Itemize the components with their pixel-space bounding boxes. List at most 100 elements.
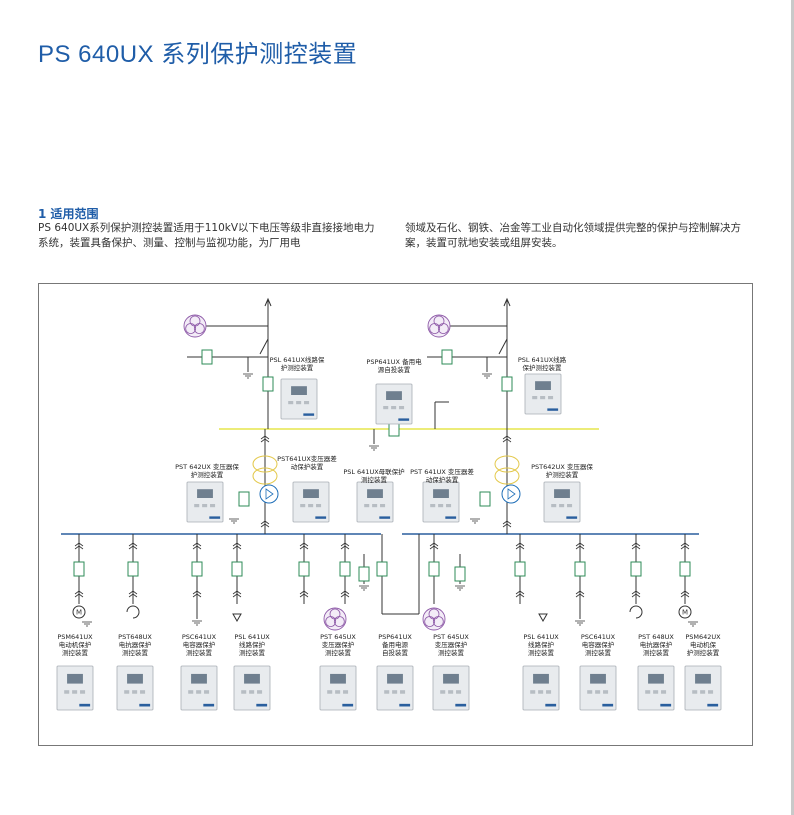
relay-psc641-r xyxy=(579,665,617,711)
relay-key xyxy=(249,690,255,694)
breaker-icon xyxy=(231,561,243,577)
breaker-icon xyxy=(73,561,85,577)
relay-logo xyxy=(707,703,719,707)
generator-petal xyxy=(193,323,205,334)
breaker-icon xyxy=(428,561,440,577)
relay-body xyxy=(579,665,617,711)
label-line: PSC641UX xyxy=(182,633,217,641)
relay-screen xyxy=(590,673,606,684)
ground-icon xyxy=(359,585,369,591)
disconnect-icon xyxy=(260,520,270,528)
breaker-icon xyxy=(574,561,586,577)
relay-body xyxy=(280,378,318,420)
label-line: 电容器保护 xyxy=(582,640,615,649)
relay-screen xyxy=(303,489,319,498)
relay-key xyxy=(308,504,314,508)
ct-ring xyxy=(259,484,279,504)
relay-key xyxy=(80,690,86,694)
disconnect-icon xyxy=(680,590,690,598)
relay-body xyxy=(637,665,675,711)
label-line: 电动机保 xyxy=(690,640,717,649)
ct-arrow xyxy=(507,488,516,500)
relay-key xyxy=(304,401,310,405)
relay-body xyxy=(319,665,357,711)
transformer-icon xyxy=(252,455,279,504)
label-line: 线路保护 xyxy=(528,640,554,649)
generator-petal xyxy=(185,323,197,334)
label-psl641-bus: PSL 641UX母联保护测控装置 xyxy=(343,467,404,484)
label-line: 变压器保护 xyxy=(322,640,355,649)
relay-psp-top xyxy=(375,383,413,425)
arrow-up-icon xyxy=(503,297,511,307)
label-line: 测控装置 xyxy=(122,648,149,657)
breaker-icon xyxy=(630,561,642,577)
disconnect-icon xyxy=(260,435,270,443)
relay-key xyxy=(288,401,294,405)
disconnect-icon xyxy=(575,590,585,598)
line-load-icon xyxy=(232,613,242,623)
relay-body xyxy=(116,665,154,711)
label-line: PST 642UX 变压器保 xyxy=(175,462,239,471)
label-line: 电抗器保护 xyxy=(119,640,152,649)
relay-body xyxy=(422,481,460,523)
label-line: 自投装置 xyxy=(382,648,409,657)
breaker-icon xyxy=(201,349,213,365)
relay-pst641-right xyxy=(422,481,460,523)
relay-logo xyxy=(379,516,391,519)
relay-key xyxy=(316,504,322,508)
label-line: PSP641UX xyxy=(378,633,412,641)
relay-logo xyxy=(445,516,457,519)
relay-logo xyxy=(139,703,151,707)
relay-pst645-r xyxy=(432,665,470,711)
relay-screen xyxy=(127,673,143,684)
ground-icon xyxy=(369,445,379,451)
relay-key xyxy=(241,690,247,694)
motor-ring xyxy=(72,605,86,619)
relay-body xyxy=(524,373,562,415)
disconnect-icon xyxy=(232,542,242,550)
breaker-icon xyxy=(679,561,691,577)
label-line: PSL 641UX线路 xyxy=(518,355,567,364)
relay-key xyxy=(446,504,452,508)
disconnect-icon xyxy=(74,590,84,598)
generator-petal xyxy=(437,323,449,334)
relay-key xyxy=(383,406,389,410)
relay-key xyxy=(257,690,263,694)
relay-logo xyxy=(315,516,327,519)
breaker-icon xyxy=(441,349,453,365)
relay-key xyxy=(392,690,398,694)
label-line: PSL 641UX母联保护 xyxy=(343,467,404,476)
relay-body xyxy=(376,665,414,711)
relay-screen xyxy=(244,673,260,684)
relay-screen xyxy=(291,386,307,395)
relay-key xyxy=(587,690,593,694)
label-line: 电抗器保护 xyxy=(640,640,673,649)
relay-body xyxy=(186,481,224,523)
page-edge xyxy=(791,0,794,815)
relay-screen xyxy=(554,489,570,498)
relay-body xyxy=(180,665,218,711)
relay-key xyxy=(400,690,406,694)
relay-body xyxy=(233,665,271,711)
motor-icon: M xyxy=(72,605,86,619)
relay-logo xyxy=(602,703,614,707)
label-line: 电容器保护 xyxy=(183,640,216,649)
generator-icon xyxy=(427,314,451,338)
relay-key xyxy=(343,690,349,694)
relay-key xyxy=(692,690,698,694)
label-line: 保护测控装置 xyxy=(523,363,563,372)
relay-key xyxy=(438,504,444,508)
relay-screen xyxy=(197,489,213,498)
generator-icon xyxy=(183,314,207,338)
relay-screen xyxy=(648,673,664,684)
relay-key xyxy=(430,504,436,508)
relay-key xyxy=(700,690,706,694)
disconnect-icon xyxy=(515,590,525,598)
relay-logo xyxy=(455,703,467,707)
relay-key xyxy=(202,504,208,508)
